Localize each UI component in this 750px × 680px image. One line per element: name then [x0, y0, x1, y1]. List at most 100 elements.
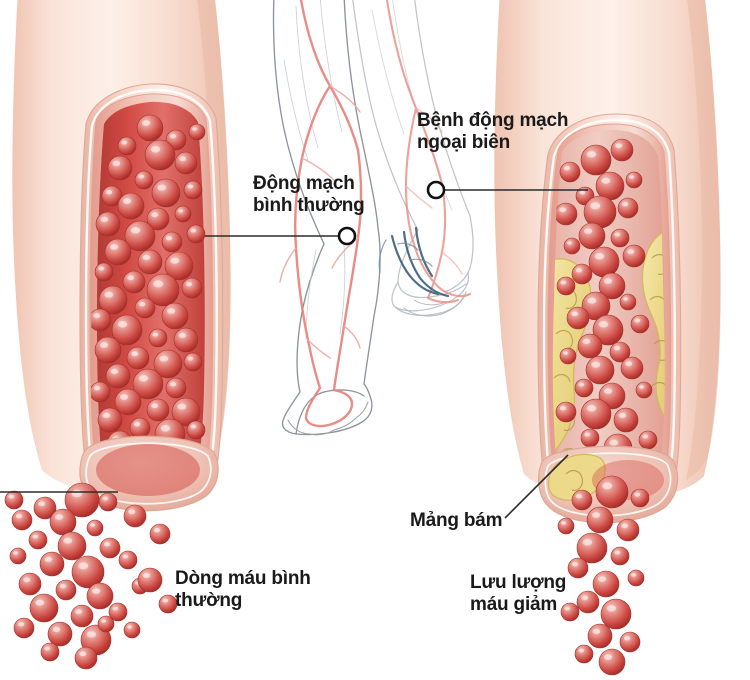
- blood-cell-highlight: [190, 424, 197, 429]
- blood-cell: [57, 531, 87, 561]
- blood-cell: [580, 398, 612, 430]
- blood-cell-highlight: [560, 280, 567, 285]
- blood-cell-highlight: [102, 412, 111, 419]
- blood-cell: [586, 506, 614, 534]
- blood-cell-highlight: [44, 646, 51, 651]
- blood-cell-highlight: [133, 422, 141, 427]
- blood-cell-highlight: [178, 332, 187, 339]
- blood-cell: [555, 401, 577, 423]
- blood-cell-highlight: [23, 577, 31, 583]
- blood-cell: [151, 178, 181, 208]
- blood-cell-highlight: [563, 351, 569, 355]
- blood-cell: [617, 197, 639, 219]
- blood-cell: [574, 644, 594, 664]
- diseased-artery-panel: [494, 0, 721, 524]
- blood-cell-highlight: [559, 406, 567, 411]
- venous-branches: [378, 239, 433, 273]
- blood-cell: [174, 151, 198, 175]
- blood-cell: [118, 550, 138, 570]
- blood-cell-highlight: [13, 551, 19, 555]
- plaque-leader: [504, 454, 569, 519]
- blood-cell: [161, 302, 189, 330]
- blood-cell-highlight: [598, 321, 609, 328]
- blood-cell-highlight: [54, 514, 64, 520]
- blood-cell: [574, 378, 594, 398]
- venous-tree: [390, 226, 450, 298]
- blood-cell: [28, 530, 48, 550]
- blood-cell: [627, 569, 645, 587]
- blood-cell: [566, 306, 590, 330]
- blood-cell: [90, 308, 112, 332]
- blood-cell: [559, 347, 577, 365]
- blood-cell-highlight: [586, 151, 597, 158]
- blood-cell-highlight: [90, 523, 96, 527]
- blood-cell: [122, 270, 146, 294]
- blood-cell: [165, 377, 187, 399]
- blood-cell-highlight: [79, 651, 87, 657]
- blood-cell-highlight: [63, 537, 73, 544]
- blood-cell-highlight: [100, 216, 109, 223]
- blood-cell-highlight: [44, 556, 53, 563]
- blood-cell: [600, 598, 632, 630]
- blood-cell-highlight: [91, 588, 101, 594]
- blood-cell-highlight: [32, 534, 39, 539]
- blood-cell-highlight: [634, 492, 641, 497]
- front-leg-outline: [272, 0, 381, 436]
- blood-cell-highlight: [169, 382, 177, 387]
- pad-marker[interactable]: [426, 180, 446, 200]
- normal-artery-panel: [12, 0, 231, 512]
- blood-cell-highlight: [621, 202, 629, 207]
- blood-cell-highlight: [78, 562, 89, 570]
- blood-cell: [136, 114, 164, 142]
- blood-cell-highlight: [138, 174, 145, 179]
- blood-cell-highlight: [564, 606, 571, 611]
- blood-cell-highlight: [169, 134, 177, 139]
- blood-cell: [123, 621, 141, 639]
- blood-cell: [580, 428, 600, 448]
- blood-cell-highlight: [575, 268, 583, 273]
- blood-cell: [585, 355, 615, 385]
- blood-cell-highlight: [98, 266, 105, 271]
- blood-cell-highlight: [86, 631, 97, 638]
- blood-cell-highlight: [591, 512, 601, 518]
- blood-cell-highlight: [586, 405, 597, 412]
- blood-cell-highlight: [606, 605, 617, 612]
- blood-cell: [610, 138, 634, 162]
- blood-cell-highlight: [93, 313, 101, 319]
- blood-cell-highlight: [582, 338, 591, 345]
- blood-cell: [183, 180, 203, 200]
- blood-cell-highlight: [559, 207, 567, 213]
- blood-cell-highlight: [52, 626, 61, 633]
- blood-cell-highlight: [117, 321, 128, 328]
- blood-cell: [149, 523, 171, 545]
- normal-artery-marker[interactable]: [337, 226, 357, 246]
- blood-cell: [74, 646, 98, 670]
- blood-cell-highlight: [38, 501, 46, 507]
- arterial-branches: [279, 85, 361, 359]
- blood-cell-highlight: [109, 244, 119, 250]
- blood-cell: [173, 327, 199, 353]
- blood-cell: [129, 417, 151, 439]
- blood-cell: [99, 537, 121, 559]
- blood-cell: [126, 346, 150, 370]
- blood-cell-highlight: [105, 190, 113, 195]
- blood-cell-highlight: [615, 143, 623, 149]
- blood-cell-highlight: [150, 146, 161, 153]
- blood-cell-highlight: [579, 190, 586, 195]
- blood-cell-highlight: [138, 375, 149, 382]
- normal-flow-cells: [4, 482, 178, 670]
- label-normal-artery: Động mạch bình thường: [253, 173, 365, 217]
- plaque-right-deposit: [641, 219, 665, 426]
- label-plaque: Mảng bám: [410, 510, 503, 531]
- blood-cell: [616, 518, 640, 542]
- blood-cell: [598, 648, 626, 676]
- blood-cell-highlight: [614, 550, 621, 555]
- blood-cell-highlight: [561, 521, 567, 525]
- blood-cell: [571, 263, 593, 285]
- blood-cell-highlight: [112, 606, 119, 611]
- blood-cell-highlight: [142, 254, 151, 261]
- blood-cell: [622, 244, 646, 268]
- right-limb-edge-shadow: [686, 0, 721, 480]
- blood-cell-highlight: [166, 308, 176, 314]
- blood-cell: [86, 519, 104, 537]
